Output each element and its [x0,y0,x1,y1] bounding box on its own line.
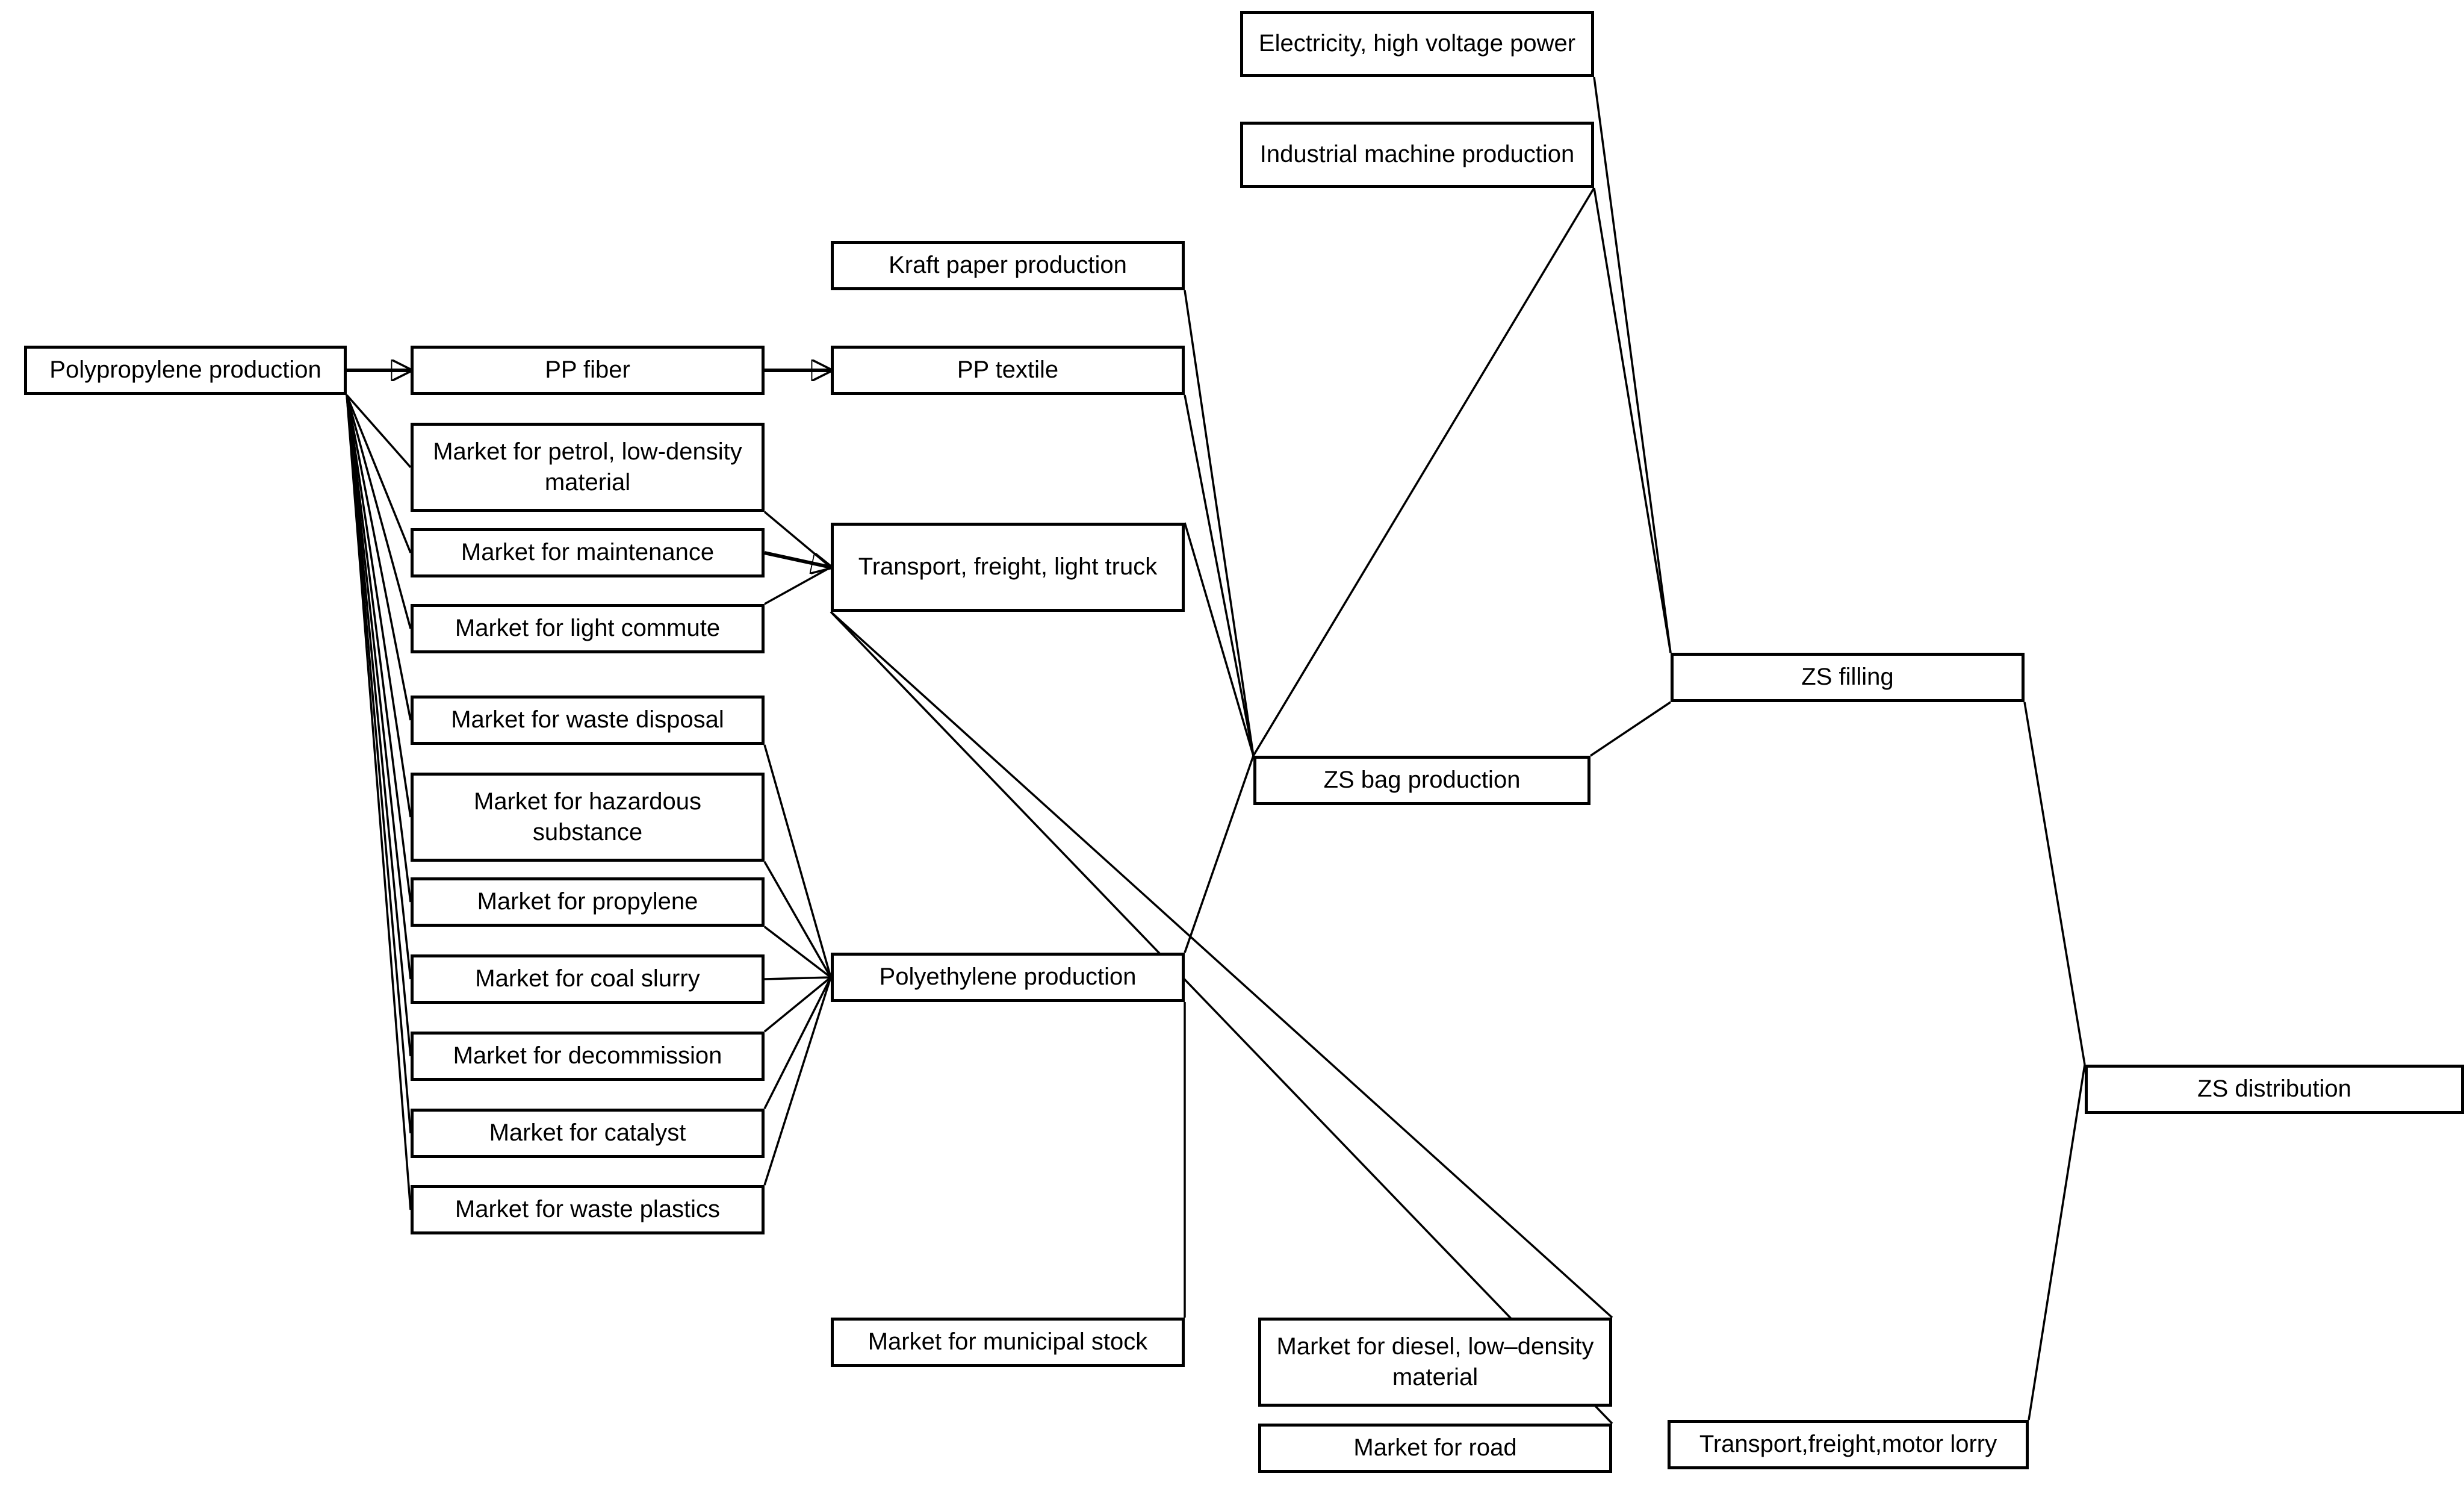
node-label: ZS distribution [2197,1075,2351,1103]
node-label: Market for decommission [453,1042,722,1069]
edge-market-waste-disposal-to-polyethylene-production [763,744,832,978]
edge-polypropylene-production-to-market-decommission [346,394,412,1057]
node-zs-filling[interactable]: ZS filling [1671,653,2025,702]
edge-polypropylene-production-to-market-maintenance [346,394,412,553]
edge-polypropylene-production-to-market-hazardous [346,394,412,818]
node-label: Transport, freight, light truck [858,553,1158,580]
node-label: ZS filling [1801,664,1894,691]
node-market-waste-plastics[interactable]: Market for waste plastics [411,1185,765,1234]
node-kraft-paper-production[interactable]: Kraft paper production [831,241,1185,290]
edge-transport-light-truck-to-market-road [830,611,1613,1425]
node-label: PP fiber [545,356,630,384]
node-label: Market for hazardous substance [474,788,701,845]
edge-market-maintenance-to-transport-light-truck [764,551,831,567]
edge-industrial-machine-production-to-zs-filling [1593,187,1672,653]
node-industrial-machine-production[interactable]: Industrial machine production [1240,122,1594,188]
node-label: Industrial machine production [1259,141,1575,168]
edge-industrial-machine-production-to-zs-bag-production [1252,187,1595,756]
edge-market-waste-plastics-to-polyethylene-production [763,977,832,1186]
node-label: Market for petrol, low-density material [433,438,742,496]
node-label: Market for propylene [477,888,698,915]
node-label: Market for road [1353,1434,1517,1461]
node-label: Market for catalyst [489,1119,686,1147]
node-market-road[interactable]: Market for road [1258,1424,1612,1473]
node-label: Market for coal slurry [475,965,700,992]
node-label: Market for waste plastics [455,1196,721,1223]
node-label: Market for municipal stock [867,1328,1148,1355]
node-label: Kraft paper production [889,252,1127,279]
node-market-light-commute[interactable]: Market for light commute [411,604,765,653]
edge-zs-bag-production-to-zs-filling [1590,701,1671,757]
edge-polypropylene-production-to-market-coal-slurry [346,394,412,980]
edge-market-catalyst-to-polyethylene-production [763,977,832,1109]
edge-zs-distribution-to-transport-motor-lorry [2028,1064,2086,1421]
node-market-maintenance[interactable]: Market for maintenance [411,528,765,577]
node-label: Market for maintenance [461,539,715,566]
node-market-waste-disposal[interactable]: Market for waste disposal [411,696,765,745]
node-label: Polypropylene production [49,356,321,384]
edge-zs-filling-to-zs-distribution [2023,702,2086,1065]
edge-market-light-commute-to-transport-light-truck [764,566,831,605]
edge-market-decommission-to-polyethylene-production [763,976,832,1033]
node-label: Transport,freight,motor lorry [1699,1431,1997,1458]
edge-kraft-paper-production-to-zs-bag-production [1184,290,1255,756]
node-label: Electricity, high voltage power [1258,30,1576,57]
node-label: ZS bag production [1323,767,1521,794]
node-market-propylene[interactable]: Market for propylene [411,877,765,927]
edge-polyethylene-production-to-zs-bag-production [1184,755,1255,953]
edge-market-coal-slurry-to-polyethylene-production [764,976,831,980]
edge-market-propylene-to-polyethylene-production [763,926,832,979]
node-label: Polyethylene production [879,963,1137,991]
node-zs-distribution[interactable]: ZS distribution [2085,1065,2464,1114]
edge-electricity-high-voltage-to-zs-filling [1593,76,1672,653]
node-label: Market for diesel, low–density material [1276,1333,1594,1390]
node-transport-motor-lorry[interactable]: Transport,freight,motor lorry [1668,1420,2029,1469]
edge-polypropylene-production-to-market-light-commute [346,394,412,629]
edge-market-hazardous-to-polyethylene-production [763,861,832,978]
node-label: Market for light commute [455,615,721,642]
edge-polypropylene-production-to-market-propylene [346,394,412,903]
node-label: PP textile [957,356,1059,384]
node-pp-fiber[interactable]: PP fiber [411,346,765,395]
edge-transport-light-truck-to-market-diesel [830,611,1613,1319]
node-polypropylene-production[interactable]: Polypropylene production [24,346,347,395]
node-pp-textile[interactable]: PP textile [831,346,1185,395]
node-zs-bag-production[interactable]: ZS bag production [1253,756,1590,805]
node-market-diesel[interactable]: Market for diesel, low–density material [1258,1318,1612,1407]
edge-pp-textile-to-zs-bag-production [1184,394,1255,756]
node-market-decommission[interactable]: Market for decommission [411,1032,765,1081]
node-label: Market for waste disposal [451,706,724,733]
edge-polypropylene-production-to-market-petrol [346,394,412,468]
edge-polypropylene-production-to-market-waste-plastics [346,394,412,1210]
edge-polypropylene-production-to-market-waste-disposal [346,394,412,721]
node-market-hazardous[interactable]: Market for hazardous substance [411,773,765,862]
node-market-municipal-stock[interactable]: Market for municipal stock [831,1318,1185,1367]
node-market-coal-slurry[interactable]: Market for coal slurry [411,954,765,1004]
node-transport-light-truck[interactable]: Transport, freight, light truck [831,523,1185,612]
node-market-petrol[interactable]: Market for petrol, low-density material [411,423,765,512]
node-polyethylene-production[interactable]: Polyethylene production [831,953,1185,1002]
node-market-catalyst[interactable]: Market for catalyst [411,1109,765,1158]
edge-transport-light-truck-to-zs-bag-production [1184,522,1255,756]
node-electricity-high-voltage[interactable]: Electricity, high voltage power [1240,11,1594,77]
